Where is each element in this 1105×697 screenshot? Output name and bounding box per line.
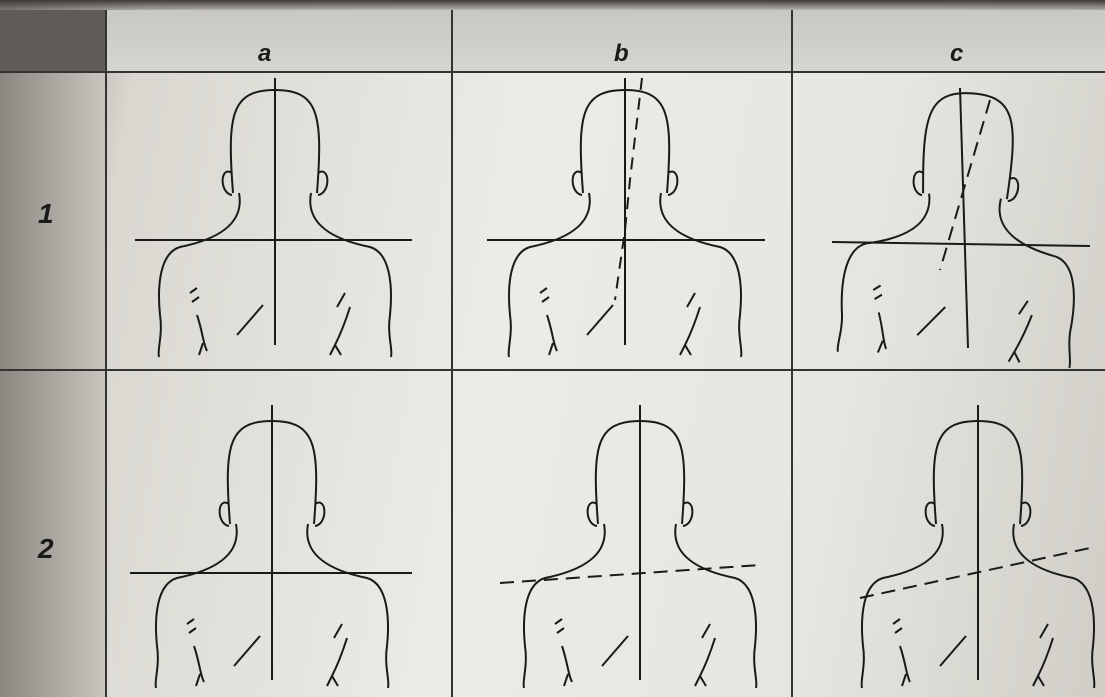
figure-1a bbox=[135, 78, 412, 357]
column-label-a: a bbox=[258, 40, 271, 68]
figure-1b bbox=[487, 78, 765, 357]
column-label-b: b bbox=[614, 40, 629, 68]
figure-2b bbox=[500, 405, 760, 688]
row-label-2: 2 bbox=[38, 533, 54, 565]
figure-2a bbox=[130, 405, 412, 688]
figure-2c bbox=[860, 405, 1094, 688]
row-label-1: 1 bbox=[38, 198, 54, 230]
column-label-c: c bbox=[950, 40, 963, 68]
figure-1c bbox=[832, 85, 1090, 368]
